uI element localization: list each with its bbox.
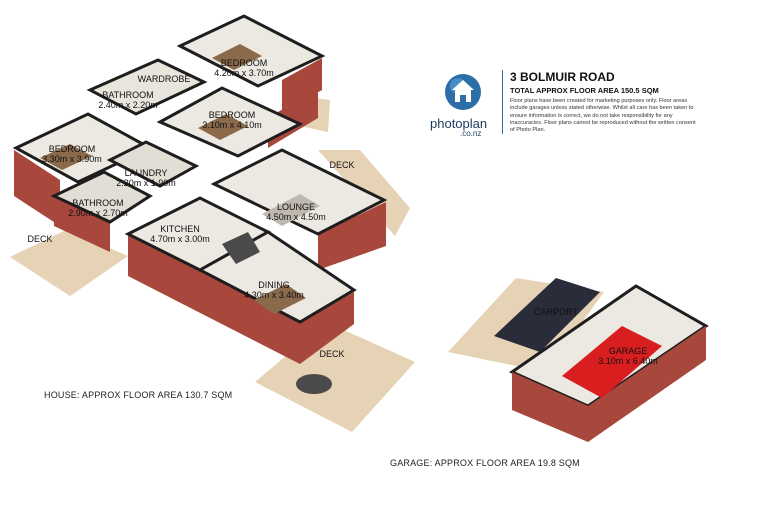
room-label-bedroom-top: BEDROOM 4.20m x 3.70m bbox=[214, 58, 274, 78]
header-divider bbox=[502, 70, 503, 134]
room-dims: 2.20m x 1.90m bbox=[116, 178, 176, 188]
room-label-garage: GARAGE 3.10m x 6.40m bbox=[598, 346, 658, 366]
room-label-dining: DINING 4.30m x 3.40m bbox=[244, 280, 304, 300]
room-name: LAUNDRY bbox=[124, 168, 168, 178]
room-label-bathroom-left: BATHROOM 2.90m x 2.70m bbox=[68, 198, 128, 218]
room-dims: 4.50m x 4.50m bbox=[266, 212, 326, 222]
house-walls bbox=[14, 58, 386, 364]
room-name: CARPORT bbox=[534, 307, 578, 317]
photoplan-wordmark: photoplan .co.nz bbox=[430, 116, 487, 138]
brand-name: photoplan bbox=[430, 116, 488, 131]
room-dims: 2.90m x 2.70m bbox=[68, 208, 128, 218]
room-dims: 3.30m x 3.90m bbox=[42, 154, 102, 164]
room-label-carport: CARPORT bbox=[534, 307, 578, 317]
room-name: KITCHEN bbox=[160, 224, 200, 234]
room-name: DINING bbox=[258, 280, 290, 290]
room-name: BEDROOM bbox=[220, 58, 268, 68]
room-name: BATHROOM bbox=[102, 90, 154, 100]
room-name: LOUNGE bbox=[276, 202, 315, 212]
room-name: BATHROOM bbox=[72, 198, 124, 208]
room-label-wardrobe: WARDROBE bbox=[138, 74, 191, 84]
room-name: BEDROOM bbox=[208, 110, 256, 120]
room-dims: 4.30m x 3.40m bbox=[244, 290, 304, 300]
room-dims: 2.40m x 2.20m bbox=[98, 100, 158, 110]
room-label-lounge: LOUNGE 4.50m x 4.50m bbox=[266, 202, 326, 222]
total-area-subtitle: TOTAL APPROX FLOOR AREA 150.5 SQM bbox=[510, 86, 659, 95]
room-dims: 3.10m x 4.10m bbox=[202, 120, 262, 130]
room-label-kitchen: KITCHEN 4.70m x 3.00m bbox=[150, 224, 210, 244]
garage-area-label: GARAGE: APPROX FLOOR AREA 19.8 SQM bbox=[390, 458, 580, 468]
deck-label-west: DECK bbox=[27, 234, 53, 244]
photoplan-logo-icon bbox=[445, 74, 481, 110]
deck-label-east: DECK bbox=[329, 160, 355, 170]
room-label-laundry: LAUNDRY 2.20m x 1.90m bbox=[116, 168, 176, 188]
room-name: BEDROOM bbox=[48, 144, 96, 154]
room-label-bedroom-left: BEDROOM 3.30m x 3.90m bbox=[42, 144, 102, 164]
furniture bbox=[40, 44, 332, 394]
carport-suv bbox=[494, 278, 600, 352]
room-name: GARAGE bbox=[608, 346, 648, 356]
room-name: WARDROBE bbox=[137, 74, 191, 84]
house-area-label: HOUSE: APPROX FLOOR AREA 130.7 SQM bbox=[44, 390, 233, 400]
room-dims: 4.70m x 3.00m bbox=[150, 234, 210, 244]
room-label-bathroom-top: BATHROOM 2.40m x 2.20m bbox=[98, 90, 158, 110]
garage-structure bbox=[508, 284, 709, 442]
room-label-bedroom-mid: BEDROOM 3.10m x 4.10m bbox=[202, 110, 262, 130]
property-title: 3 BOLMUIR ROAD bbox=[510, 70, 615, 84]
room-dims: 4.20m x 3.70m bbox=[214, 68, 274, 78]
brand-domain: .co.nz bbox=[460, 129, 482, 138]
deck-label-south: DECK bbox=[319, 349, 345, 359]
disclaimer-text: Floor plans have been created for market… bbox=[510, 98, 696, 134]
room-dims: 3.10m x 6.40m bbox=[598, 356, 658, 366]
